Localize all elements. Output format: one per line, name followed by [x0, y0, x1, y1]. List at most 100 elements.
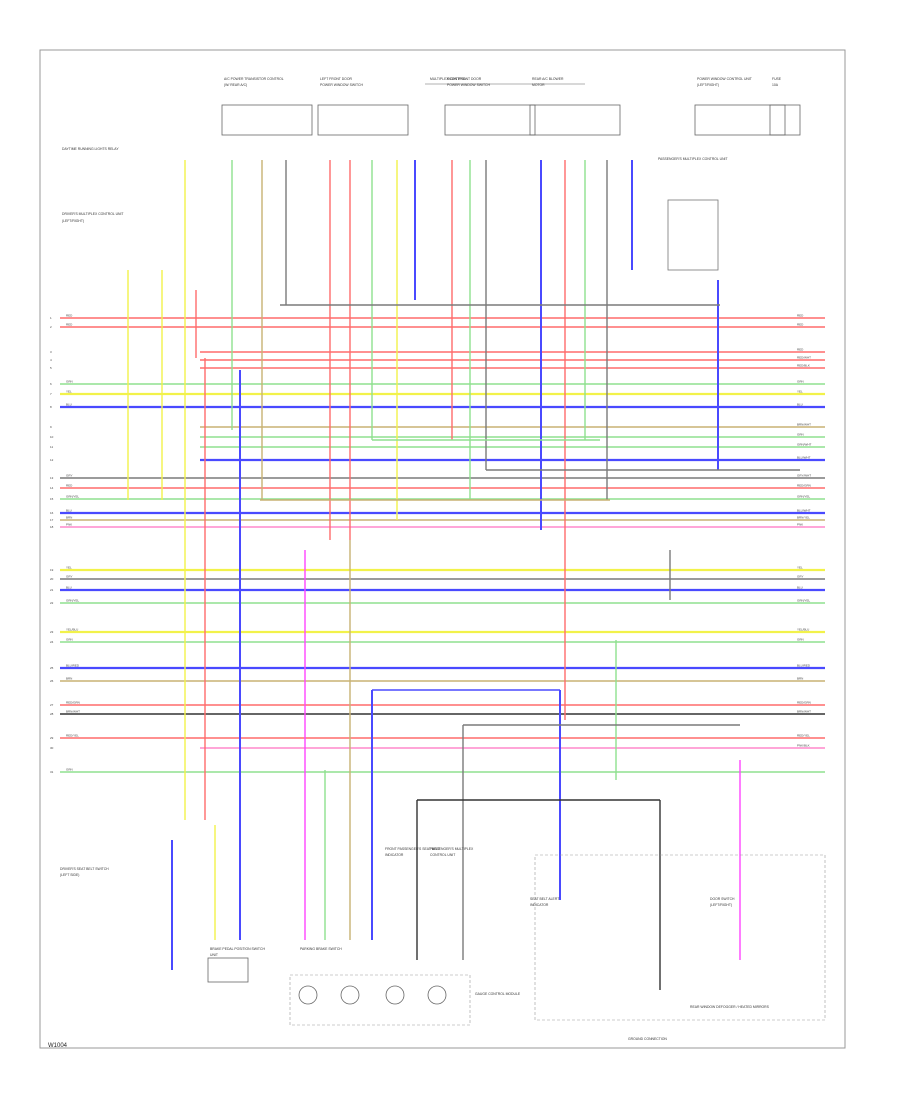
bus-left-label-21: BLU: [66, 586, 72, 590]
left-label-1: DAYTIME RUNNING LIGHTS RELAY: [62, 147, 119, 151]
bus-left-pin-31: 31: [50, 770, 54, 774]
bus-left-label-29: RED/YEL: [66, 734, 79, 738]
bus-right-label-26: BRN: [797, 677, 803, 681]
bus-right-label-25: BLU/RED: [797, 664, 811, 668]
bus-right-label-9: BRN/WHT: [797, 423, 811, 427]
bus-right-label-30: PNK/BLK: [797, 744, 810, 748]
bus-left-label-6: GRN: [66, 380, 73, 384]
bottom-component-label-2: BRAKE PEDAL POSITION SWITCH: [210, 947, 265, 951]
top-component-1: [221, 104, 313, 136]
bus-left-pin-19: 19: [50, 568, 54, 572]
bottom-component-sub-6: INDICATOR: [530, 903, 549, 907]
bus-left-pin-7: 7: [50, 392, 52, 396]
diagram-frame: [39, 49, 846, 1049]
top-component-label-3: RIGHT FRONT DOOR: [447, 77, 482, 81]
top-component-3: [444, 104, 536, 136]
bus-left-label-31: GRN: [66, 768, 73, 772]
bus-right-label-11: GRN/WHT: [797, 443, 811, 447]
bus-left-pin-21: 21: [50, 588, 54, 592]
bus-right-label-24: GRN: [797, 638, 804, 642]
bus-left-pin-1: 1: [50, 316, 52, 320]
bus-right-label-13: GRY/WHT: [797, 474, 811, 478]
bottom-component-label-5: PASSENGER'S MULTIPLEX: [430, 847, 474, 851]
bus-left-pin-27: 27: [50, 703, 54, 707]
bus-left-pin-14: 14: [50, 486, 54, 490]
gauge-label: GAUGE CONTROL MODULE: [475, 992, 521, 996]
bus-left-pin-6: 6: [50, 382, 52, 386]
bottom-right-label: GROUND CONNECTION: [628, 1037, 667, 1041]
bottom-component-sub-4: INDICATOR: [385, 853, 404, 857]
gauge-module-box: [289, 974, 471, 1026]
gauge-bulb-1: [298, 985, 318, 1005]
bus-left-label-17: BRN: [66, 516, 72, 520]
bus-right-label-14: RED/GRN: [797, 484, 811, 488]
bus-right-label-5: RED/BLK: [797, 364, 810, 368]
bus-left-label-18: PNK: [66, 523, 72, 527]
bus-right-label-3: RED: [797, 348, 804, 352]
bus-left-label-16: BLU: [66, 509, 72, 513]
bus-right-label-19: YEL: [797, 566, 803, 570]
bottom-component-sub-5: CONTROL UNIT: [430, 853, 455, 857]
bus-right-label-12: BLU/WHT: [797, 456, 811, 460]
top-component-6: [769, 104, 801, 136]
top-component-label-2: LEFT FRONT DOOR: [320, 77, 352, 81]
bottom-component-label-4: FRONT PASSENGER'S SEAT BELT: [385, 847, 440, 851]
bus-right-label-10: GRN: [797, 433, 804, 437]
top-component-2: [317, 104, 409, 136]
gauge-bulb-3: [385, 985, 405, 1005]
bus-right-label-17: BRN/YEL: [797, 516, 810, 520]
bus-left-pin-26: 26: [50, 679, 54, 683]
brake-unit-box: [207, 957, 249, 983]
bus-left-label-22: GRN/YEL: [66, 599, 80, 603]
top-component-sub-3: POWER WINDOW SWITCH: [447, 83, 490, 87]
bus-left-label-28: BRN/WHT: [66, 710, 80, 714]
bus-left-label-27: RED/GRN: [66, 701, 80, 705]
bus-right-label-20: GRY: [797, 575, 803, 579]
bus-left-label-24: GRN: [66, 638, 73, 642]
bus-left-label-19: YEL: [66, 566, 72, 570]
left-label-3: (LEFT/RIGHT): [62, 219, 84, 223]
bus-left-pin-17: 17: [50, 518, 54, 522]
bus-left-pin-18: 18: [50, 525, 54, 529]
passenger-unit-box: [534, 854, 826, 1021]
bottom-component-label-1: DRIVER'S SEAT BELT SWITCH: [60, 867, 109, 871]
right-upper-label: PASSENGER'S MULTIPLEX CONTROL UNIT: [658, 157, 728, 161]
bus-left-pin-20: 20: [50, 577, 54, 581]
bus-right-label-16: BLU/WHT: [797, 509, 811, 513]
bus-left-pin-29: 29: [50, 736, 54, 740]
top-component-sub-1: (W/ REAR A/C): [224, 83, 247, 87]
top-component-sub-6: 10A: [772, 83, 779, 87]
bottom-component-label-6: SEAT BELT ALERT: [530, 897, 559, 901]
footnote-right: REAR WINDOW DEFOGGER / HEATED MIRRORS: [690, 1005, 770, 1009]
bus-right-label-27: RED/GRN: [797, 701, 811, 705]
components: [207, 83, 826, 1026]
bus-left-label-1: RED: [66, 314, 73, 318]
bus-right-label-6: GRN: [797, 380, 804, 384]
bottom-component-label-3: PARKING BRAKE SWITCH: [300, 947, 342, 951]
bus-left-label-14: RED: [66, 484, 73, 488]
bottom-component-sub-7: (LEFT/RIGHT): [710, 903, 732, 907]
bus-right-label-7: YEL: [797, 390, 803, 394]
top-component-label-4: REAR A/C BLOWER: [532, 77, 564, 81]
gauge-bulb-2: [340, 985, 360, 1005]
top-component-4: [529, 104, 621, 136]
bus-left-pin-5: 5: [50, 366, 52, 370]
bus-right-label-8: BLU: [797, 403, 803, 407]
gauge-bulb-4: [427, 985, 447, 1005]
bus-left-pin-28: 28: [50, 712, 54, 716]
bus-right-label-2: RED: [797, 323, 804, 327]
bus-left-label-8: BLU: [66, 403, 72, 407]
bus-left-pin-2: 2: [50, 325, 52, 329]
bus-left-label-7: YEL: [66, 390, 72, 394]
bus-left-pin-12: 12: [50, 458, 54, 462]
top-group-label: MULTIPLEX CONTROL: [430, 77, 466, 81]
bus-right-label-23: YEL/BLU: [797, 628, 809, 632]
top-component-sub-2: POWER WINDOW SWITCH: [320, 83, 363, 87]
bus-left-pin-25: 25: [50, 666, 54, 670]
top-component-5: [694, 104, 786, 136]
bus-left-label-13: GRY: [66, 474, 72, 478]
bus-left-pin-30: 30: [50, 746, 54, 750]
bus-right-label-28: BRN/WHT: [797, 710, 811, 714]
